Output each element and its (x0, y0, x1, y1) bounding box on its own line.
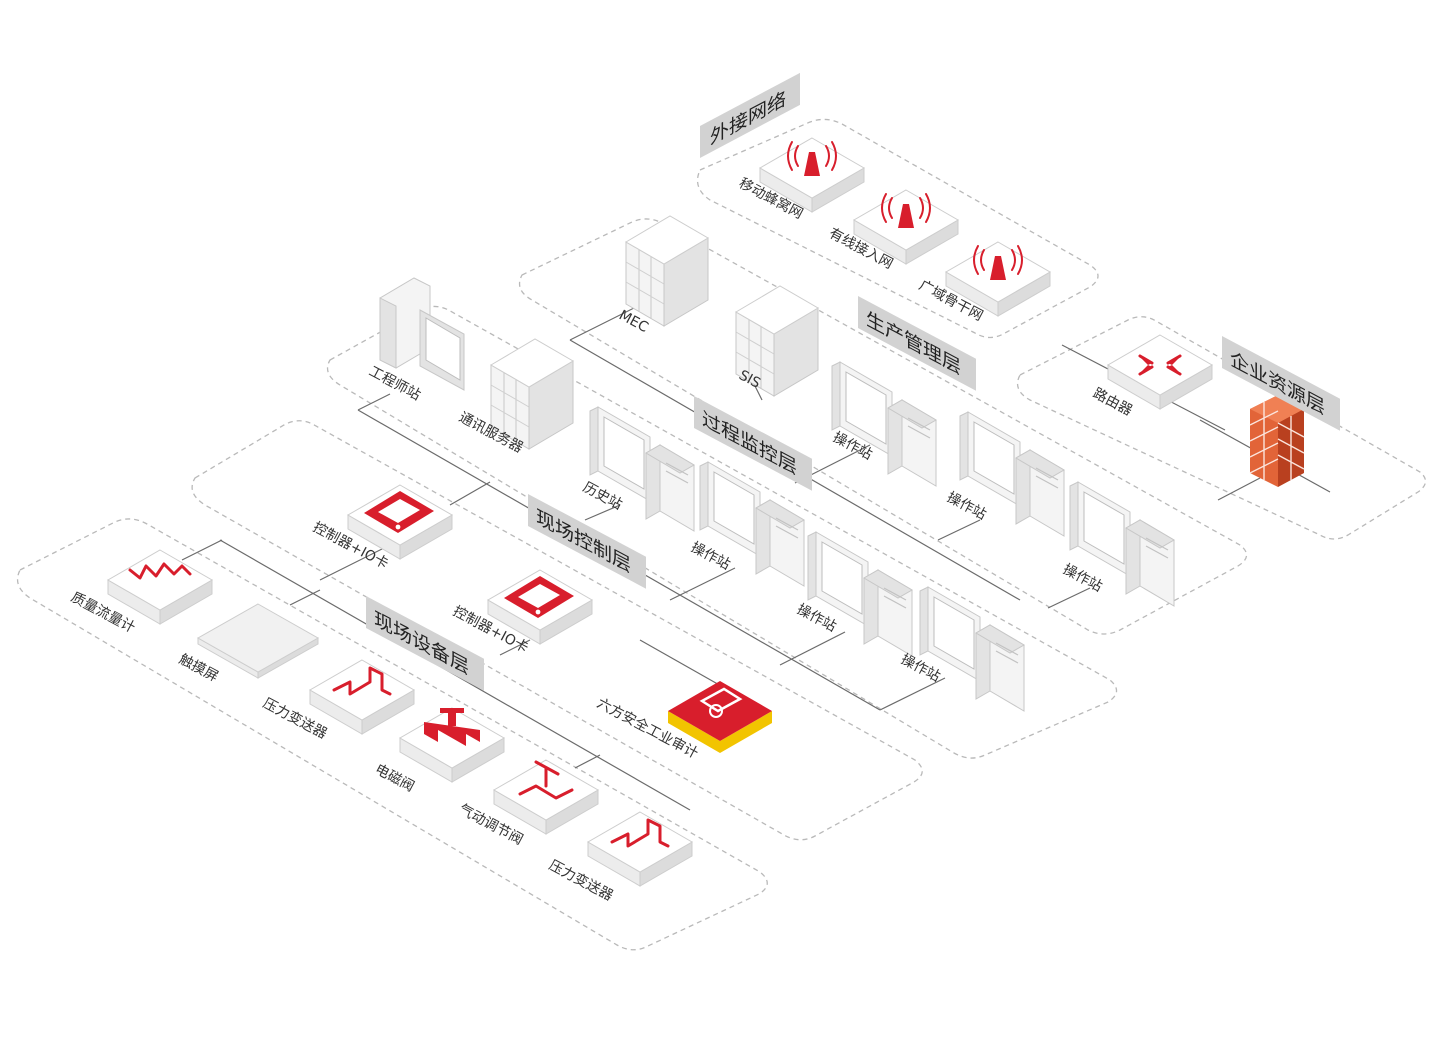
pressure-transmitter-2 (587, 811, 693, 887)
op-station-6 (919, 586, 1025, 712)
controller-icon (364, 491, 434, 533)
label-solenoid-valve: 电磁阀 (372, 761, 417, 795)
label-touchscreen: 触摸屏 (176, 651, 221, 685)
label-eng-station: 工程师站 (366, 363, 423, 403)
engineer-station (379, 277, 465, 391)
touchscreen-device (196, 603, 320, 679)
zone-device (16, 518, 768, 951)
pneumatic-valve (493, 759, 599, 835)
label-op-station-5: 操作站 (794, 601, 839, 635)
pressure-transmitter-icon (610, 818, 670, 848)
firewall-brick-icon (1249, 395, 1305, 487)
layer-tag-external: 外接网络 (700, 72, 800, 158)
signal-tower-icon (973, 245, 1023, 280)
controller-io-2 (487, 569, 593, 645)
wan-device (945, 241, 1051, 317)
label-history-station: 历史站 (580, 479, 625, 513)
signal-tower-icon (881, 193, 931, 228)
history-station (589, 406, 695, 532)
svg-text:现场控制层: 现场控制层 (536, 504, 631, 577)
mobile-network-device (759, 137, 865, 213)
valve-icon (424, 708, 480, 746)
label-op-station-3: 操作站 (1060, 561, 1105, 595)
pneumatic-valve-icon (518, 760, 574, 800)
router-device (1107, 334, 1213, 410)
solenoid-valve (399, 707, 505, 783)
wired-access-device (853, 189, 959, 265)
controller-io-1 (347, 484, 453, 560)
router-arrows-icon (1138, 354, 1182, 376)
mec-server (625, 215, 709, 327)
svg-text:生产管理层: 生产管理层 (866, 306, 961, 379)
zone-production (518, 218, 1248, 635)
audit-device (668, 681, 772, 753)
signal-tower-icon (787, 141, 837, 176)
label-op-station-4: 操作站 (688, 539, 733, 573)
label-op-station-2: 操作站 (944, 489, 989, 523)
label-op-station-6: 操作站 (898, 651, 943, 685)
pressure-transmitter-icon (332, 666, 392, 696)
audit-document-icon (699, 687, 743, 718)
op-station-5 (807, 531, 913, 657)
flowmeter-device (107, 549, 213, 625)
flowmeter-icon (128, 562, 192, 580)
zone-control (191, 420, 923, 841)
zone-enterprise (1016, 316, 1427, 540)
op-station-1 (831, 361, 937, 487)
controller-icon (504, 576, 574, 618)
pressure-transmitter-1 (309, 659, 415, 735)
